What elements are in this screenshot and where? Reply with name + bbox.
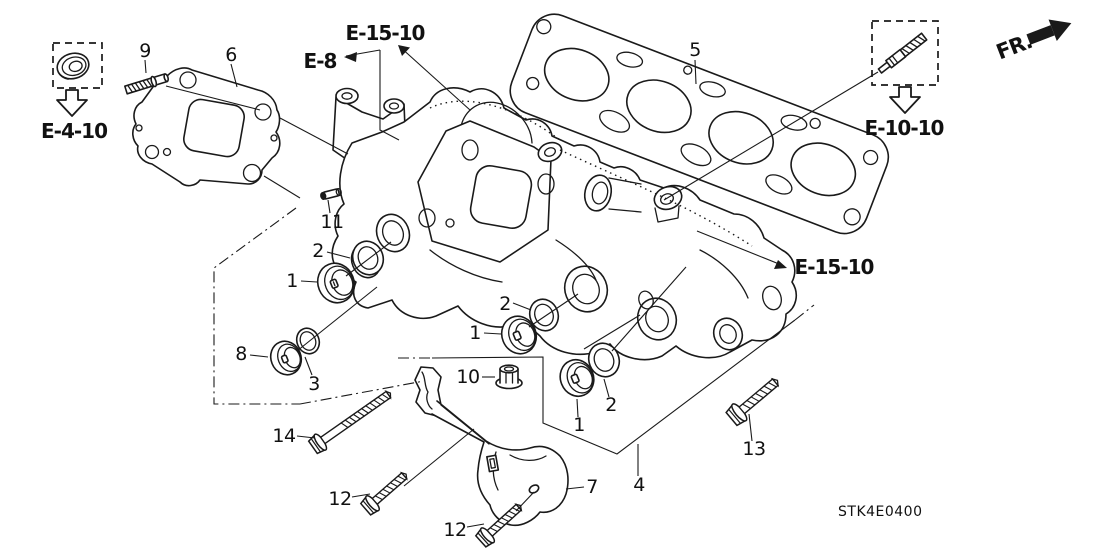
- part-callout-1-a: 1: [286, 270, 298, 292]
- ref-callout-e8: E-8: [303, 49, 338, 73]
- flange-nut-10: [496, 365, 522, 388]
- gasket-5: [503, 7, 895, 240]
- seal-ring-2b: [525, 295, 563, 335]
- pin-11: [320, 188, 342, 200]
- seal-disc-1b: [496, 311, 542, 359]
- part-callout-13: 13: [742, 438, 766, 460]
- part-callout-14: 14: [272, 425, 296, 447]
- part-callout-9: 9: [139, 40, 151, 62]
- seal-ring-2c: [584, 339, 625, 382]
- part-callout-3: 3: [308, 373, 320, 395]
- part-callout-5: 5: [689, 39, 701, 61]
- gasket-6: [133, 68, 280, 186]
- seal-ring-2a: [348, 237, 389, 280]
- ref-callout-e15-10-top: E-15-10: [345, 21, 426, 45]
- ref-callout-e4-10: E-4-10: [40, 119, 108, 143]
- part-callout-7: 7: [586, 476, 598, 498]
- part-callout-12-b: 12: [443, 519, 467, 541]
- part-callout-1-c: 1: [573, 414, 585, 436]
- part-callout-2-a: 2: [312, 240, 324, 262]
- seal-disc-8: [266, 337, 307, 380]
- part-callout-6: 6: [225, 44, 237, 66]
- part-callout-4: 4: [633, 474, 645, 496]
- e4-10-dashed-box: [53, 43, 102, 88]
- part-callout-1-b: 1: [469, 322, 481, 344]
- part-callout-2-b: 2: [499, 293, 511, 315]
- e10-10-dashed-box: [872, 21, 938, 85]
- ref-callout-e10-10: E-10-10: [864, 116, 945, 140]
- leader-lines: [145, 45, 878, 527]
- fr-direction-arrow: [1026, 19, 1072, 45]
- seal-disc-1a: [312, 258, 360, 309]
- diagram-code: STK4E0400: [838, 504, 923, 520]
- ref-callout-e15-10-right: E-15-10: [794, 255, 875, 279]
- stud-bolt-9: [124, 72, 169, 95]
- part-callout-8: 8: [235, 343, 247, 365]
- part-callout-12-a: 12: [328, 488, 352, 510]
- part-callout-2-c: 2: [605, 394, 617, 416]
- part-callout-10: 10: [456, 366, 480, 388]
- e4-10-nut: [54, 50, 91, 82]
- group-frames: [214, 208, 814, 454]
- bracket-7: [415, 367, 568, 525]
- part-callout-11: 11: [320, 211, 344, 233]
- seal-disc-1c: [555, 355, 599, 402]
- e10-10-stud: [877, 33, 927, 75]
